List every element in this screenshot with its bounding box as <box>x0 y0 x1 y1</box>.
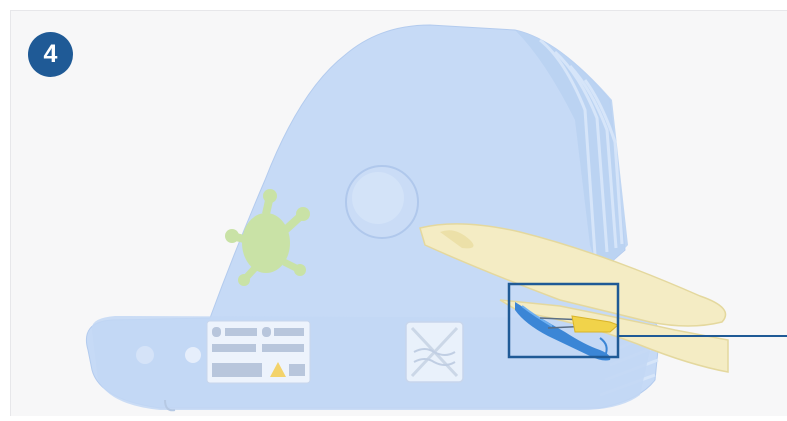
inflatable-body <box>86 25 660 410</box>
step-number: 4 <box>44 40 58 68</box>
step-number-badge: 4 <box>28 32 73 77</box>
warning-label <box>207 321 310 383</box>
no-swimming-sign-icon <box>406 322 463 382</box>
